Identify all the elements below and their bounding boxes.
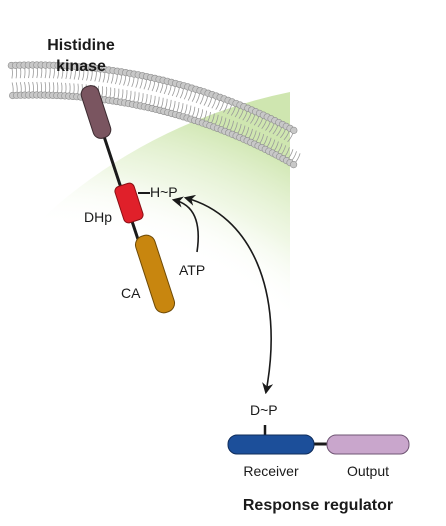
response-regulator	[227, 425, 410, 455]
phosphotransfer-arrow	[183, 194, 274, 395]
phospho-aspartate-label: D~P	[250, 402, 278, 418]
dhp-domain	[114, 182, 144, 224]
sensor-domain	[80, 85, 112, 139]
histidine-kinase-title-line1: Histidine	[47, 37, 115, 54]
ca-label: CA	[121, 285, 141, 301]
lipid-head	[290, 126, 298, 134]
atp-label: ATP	[179, 262, 205, 278]
histidine-kinase	[80, 85, 176, 314]
output-label: Output	[347, 463, 389, 479]
cell-membrane	[7, 61, 301, 169]
histidine-kinase-title-line2: kinase	[56, 58, 106, 75]
output-domain	[326, 434, 410, 455]
phospho-histidine-label: H~P	[150, 184, 178, 200]
response-regulator-title: Response regulator	[243, 497, 393, 514]
ca-domain	[134, 234, 176, 314]
receiver-domain	[227, 434, 315, 455]
receiver-label: Receiver	[243, 463, 299, 479]
lipid-head	[289, 161, 298, 169]
dhp-label: DHp	[84, 209, 112, 225]
